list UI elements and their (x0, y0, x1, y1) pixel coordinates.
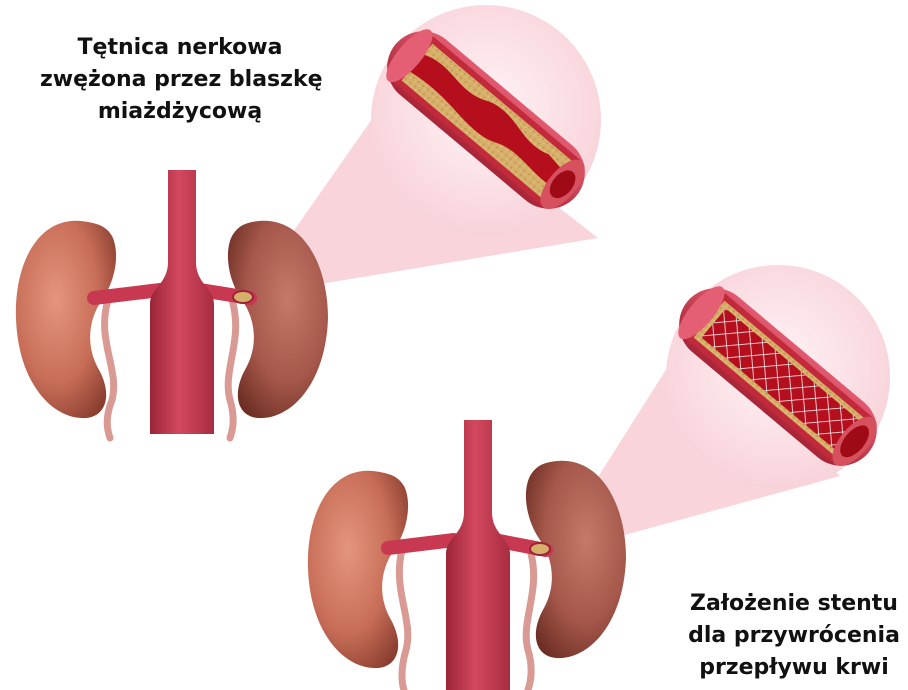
aorta-bottom (446, 420, 510, 690)
kidney-left (16, 221, 116, 418)
ureter-left (105, 300, 114, 438)
caption-line: przepływu krwi (680, 652, 908, 684)
kidney-system-bottom (308, 420, 626, 690)
renal-artery-left (388, 540, 454, 548)
renal-artery-left (94, 290, 160, 298)
caption-line: zwężona przez blaszkę (40, 64, 320, 96)
kidney-system-top (16, 170, 328, 438)
caption-line: Tętnica nerkowa (40, 32, 320, 64)
ureter-right (228, 300, 235, 438)
ureter-right (526, 550, 533, 690)
plaque-site (233, 291, 253, 303)
caption-narrowed-artery: Tętnica nerkowa zwężona przez blaszkę mi… (40, 32, 320, 128)
caption-line: miażdżycową (40, 96, 320, 128)
stent-site (530, 543, 550, 555)
kidney-left (308, 471, 408, 668)
caption-line: Założenie stentu (680, 588, 908, 620)
ureter-left (399, 550, 407, 690)
caption-line: dla przywrócenia (680, 620, 908, 652)
aorta-top (150, 170, 214, 434)
caption-stent-placement: Założenie stentu dla przywrócenia przepł… (680, 588, 908, 684)
